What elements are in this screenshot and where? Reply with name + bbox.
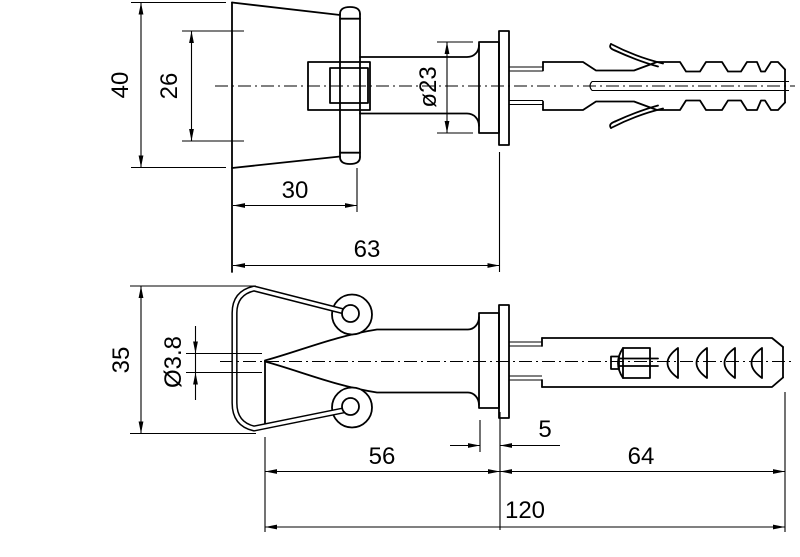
dimension-63: 63 xyxy=(233,152,501,272)
plug-barbs xyxy=(609,43,664,129)
pin-block xyxy=(307,61,371,111)
dim-label-5: 5 xyxy=(538,416,551,443)
dimension-64: 64 xyxy=(500,443,785,474)
front-view: 35 Ø3.8 5 56 xyxy=(108,285,795,532)
cup-outline xyxy=(231,1,341,273)
dimension-5: 5 xyxy=(450,416,560,452)
front-flange xyxy=(478,304,510,419)
dimension-30: 30 xyxy=(233,168,358,212)
dimension-40: 40 xyxy=(107,1,226,169)
dim-label-dia3-8: Ø3.8 xyxy=(160,336,187,388)
plug-expansion-slots xyxy=(610,347,763,379)
dimension-26: 26 xyxy=(156,30,244,142)
dim-label-30: 30 xyxy=(282,177,309,204)
dimension-56: 56 xyxy=(265,443,500,474)
dim-label-35: 35 xyxy=(108,347,135,374)
dimension-dia3-8: Ø3.8 xyxy=(160,326,262,400)
dimension-35: 35 xyxy=(108,285,256,435)
dim-label-56: 56 xyxy=(369,443,396,470)
dim-label-63: 63 xyxy=(354,236,381,263)
wall-plug-front-view xyxy=(541,337,784,388)
plug-slot xyxy=(589,80,789,92)
wire-coil-top-curl xyxy=(341,304,360,323)
dim-label-26: 26 xyxy=(156,73,183,100)
dim-label-dia23: ø23 xyxy=(415,66,442,107)
neck xyxy=(509,66,543,106)
flange xyxy=(478,30,510,146)
dim-label-40: 40 xyxy=(107,72,134,99)
dim-label-120: 120 xyxy=(505,497,545,524)
dimension-dia23: ø23 xyxy=(415,41,473,134)
hook-body xyxy=(264,316,480,406)
wire-coil-bottom-curl xyxy=(341,397,360,416)
wall-plug-top-view xyxy=(542,43,789,129)
pin-outline xyxy=(339,6,361,165)
dim-label-64: 64 xyxy=(628,443,655,470)
wire-hook xyxy=(231,285,349,432)
dimension-120: 120 xyxy=(265,497,785,530)
front-neck xyxy=(509,341,542,381)
top-view: 40 26 ø23 30 xyxy=(107,1,795,273)
